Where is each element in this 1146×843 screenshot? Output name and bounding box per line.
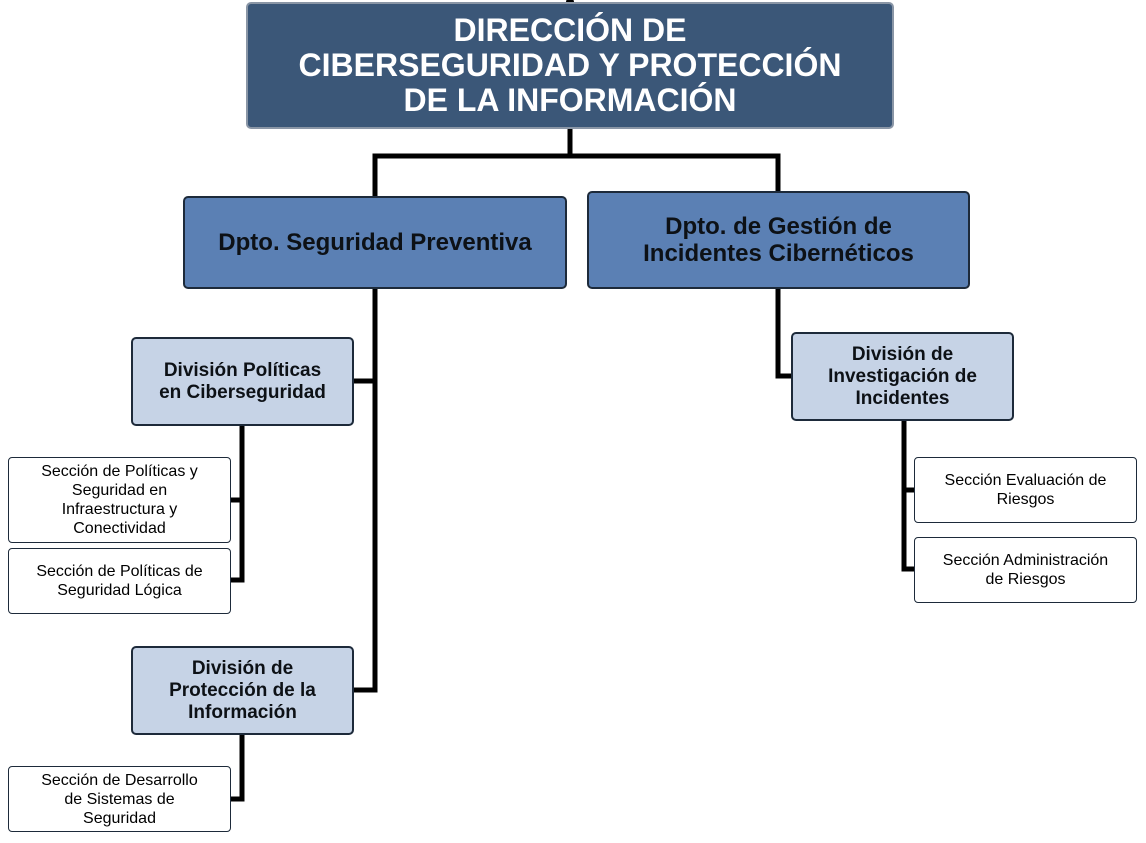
div-politicas-label: División Políticas en Ciberseguridad	[159, 359, 326, 403]
sec-desarrollo-label: Sección de Desarrollo de Sistemas de Seg…	[41, 771, 198, 827]
connector-to-sec-desarrollo	[227, 732, 245, 802]
div-investigacion-label: División de Investigación de Incidentes	[828, 343, 977, 409]
div-proteccion-box: División de Protección de la Información	[131, 646, 354, 735]
sec-evaluacion-box: Sección Evaluación de Riesgos	[914, 457, 1137, 523]
sec-infraestructura-label: Sección de Políticas y Seguridad en Infr…	[41, 463, 198, 537]
sec-administracion-box: Sección Administración de Riesgos	[914, 537, 1137, 603]
sec-administracion-label: Sección Administración de Riesgos	[942, 552, 1109, 588]
div-politicas-box: División Políticas en Ciberseguridad	[131, 337, 354, 426]
direccion-title: DIRECCIÓN DE CIBERSEGURIDAD Y PROTECCIÓN…	[298, 12, 842, 118]
connector-to-div-investigacion	[775, 285, 795, 379]
sec-infraestructura-box: Sección de Políticas y Seguridad en Infr…	[8, 457, 231, 543]
dept-seguridad-preventiva-box: Dpto. Seguridad Preventiva	[183, 196, 567, 289]
div-proteccion-label: División de Protección de la Información	[169, 657, 316, 723]
sec-desarrollo-box: Sección de Desarrollo de Sistemas de Seg…	[8, 766, 231, 832]
dept-gestion-incidentes-box: Dpto. de Gestión de Incidentes Cibernéti…	[587, 191, 970, 289]
div-investigacion-box: División de Investigación de Incidentes	[791, 332, 1014, 421]
sec-logica-label: Sección de Políticas de Seguridad Lógica	[36, 563, 203, 599]
sec-logica-box: Sección de Políticas de Seguridad Lógica	[8, 548, 231, 614]
direccion-box: DIRECCIÓN DE CIBERSEGURIDAD Y PROTECCIÓN…	[246, 2, 894, 129]
sec-evaluacion-label: Sección Evaluación de Riesgos	[944, 472, 1107, 508]
dept-gestion-incidentes-label: Dpto. de Gestión de Incidentes Cibernéti…	[643, 213, 914, 267]
dept-seguridad-preventiva-label: Dpto. Seguridad Preventiva	[218, 229, 532, 256]
